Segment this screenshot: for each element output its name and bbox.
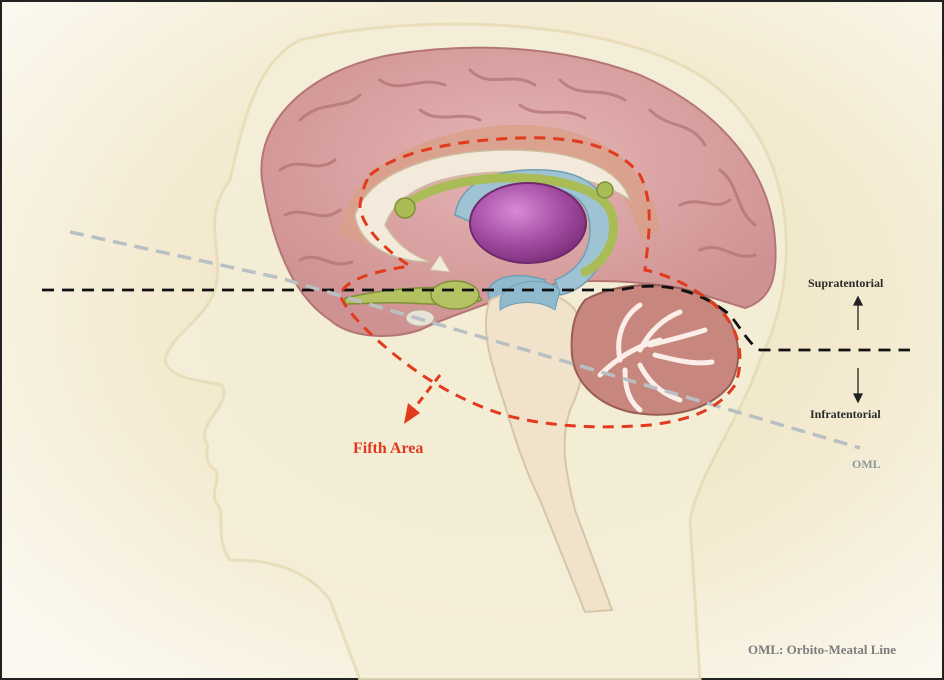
thalamus [469,182,587,264]
oml-legend: OML: Orbito-Meatal Line [748,642,897,657]
supratentorial-label: Supratentorial [808,276,884,290]
infratentorial-label: Infratentorial [810,407,881,421]
supratentorial-arrow [852,295,864,330]
fornix [395,173,618,277]
cingulate-band [340,124,660,245]
mammillary [429,254,451,273]
fifth-area-outline [338,136,742,429]
hypothalamus [430,280,480,310]
oml-label: OML [852,457,881,471]
arbor-vitae [597,302,715,413]
fifth-area-arrow-head [404,403,420,424]
cerebellum [570,284,740,416]
infratentorial-arrow [852,368,864,404]
oml-line [69,230,861,450]
tentorium-line [42,284,910,352]
fifth-area-label: Fifth Area [353,440,424,457]
cerebrum-folds [278,68,757,266]
cerebral-aqueduct [499,280,561,311]
anterior-commissure [394,197,416,219]
fornix-end [596,181,614,199]
fifth-area-arrow-shaft [411,374,442,411]
